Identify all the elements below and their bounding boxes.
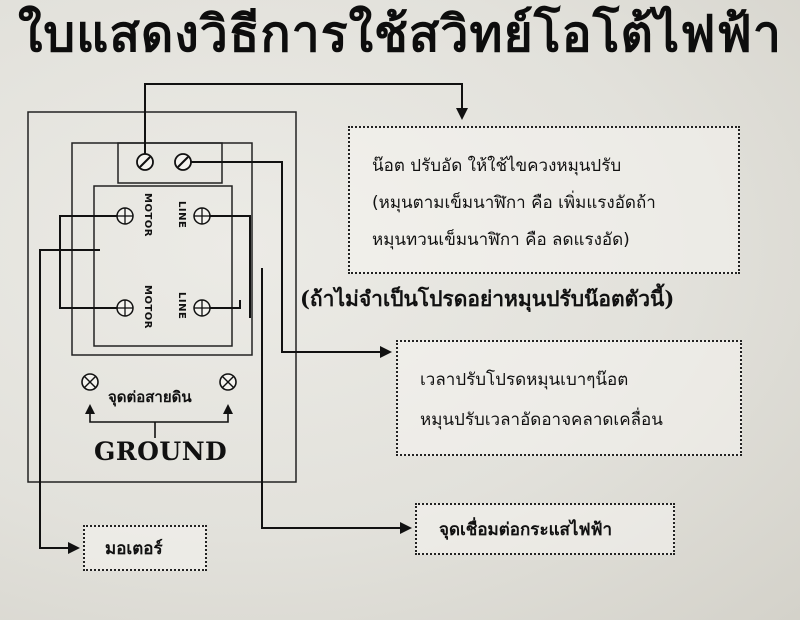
motor-terminal-top-icon [116, 207, 134, 225]
ground-label-thai: จุดต่อสายดิน [108, 388, 192, 406]
ground-screw-right-icon [219, 373, 237, 391]
wire-adjust-pointer [144, 83, 463, 154]
ground-bracket [89, 412, 229, 438]
motor-top-label: MOTOR [142, 193, 153, 237]
arrow-to-motor-icon [68, 542, 80, 554]
timer-line-1: เวลาปรับโปรดหมุนเบาๆน๊อต [420, 370, 629, 390]
arrow-to-instruction-icon [456, 108, 468, 120]
arrow-to-power-icon [400, 522, 412, 534]
wire-line-top [210, 215, 251, 318]
instruction-line-2: (หมุนตามเข็มนาฬิกา คือ เพิ่มแรงอัดถ้า [372, 193, 656, 213]
ground-arrow-right-icon [223, 404, 233, 414]
adjust-screw-right-icon [174, 153, 192, 171]
timer-line-2: หมุนปรับเวลาอัดอาจคลาดเคลื่อน [420, 410, 663, 430]
wire-power-output [261, 268, 404, 529]
wire-motor-loop [59, 215, 117, 309]
terminal-block [93, 185, 233, 347]
arrow-to-timer-icon [380, 346, 392, 358]
motor-box: มอเตอร์ [83, 525, 207, 571]
instruction-line-3: หมุนทวนเข็มนาฬิกา คือ ลดแรงอัด) [372, 230, 630, 250]
ground-label-english: GROUND [94, 437, 228, 466]
line-terminal-top-icon [193, 207, 211, 225]
ground-arrow-left-icon [85, 404, 95, 414]
line-terminal-bottom-icon [193, 299, 211, 317]
line-top-label: LINE [176, 201, 187, 229]
wire-motor-output [39, 249, 100, 549]
wire-timer-pointer [191, 161, 384, 353]
motor-bottom-label: MOTOR [142, 285, 153, 329]
motor-terminal-bottom-icon [116, 299, 134, 317]
warning-text: (ถ้าไม่จำเป็นโปรดอย่าหมุนปรับน๊อตตัวนี้) [300, 286, 675, 311]
instruction-box: น๊อต ปรับอัด ให้ใช้ไขควงหมุนปรับ (หมุนตา… [348, 126, 740, 274]
instruction-line-1: น๊อต ปรับอัด ให้ใช้ไขควงหมุนปรับ [372, 156, 622, 176]
wire-line-bottom [210, 300, 241, 309]
power-box-label: จุดเชื่อมต่อกระแสไฟฟ้า [439, 520, 613, 540]
ground-screw-left-icon [81, 373, 99, 391]
line-bottom-label: LINE [176, 292, 187, 320]
motor-box-label: มอเตอร์ [105, 539, 163, 559]
timer-box: เวลาปรับโปรดหมุนเบาๆน๊อต หมุนปรับเวลาอัด… [396, 340, 742, 456]
page-title: ใบแสดงวิธีการใช้สวิทย์โอโต้ไฟฟ้า [17, 4, 782, 63]
adjust-screw-left-icon [136, 153, 154, 171]
power-box: จุดเชื่อมต่อกระแสไฟฟ้า [415, 503, 675, 555]
switch-enclosure [27, 111, 297, 483]
